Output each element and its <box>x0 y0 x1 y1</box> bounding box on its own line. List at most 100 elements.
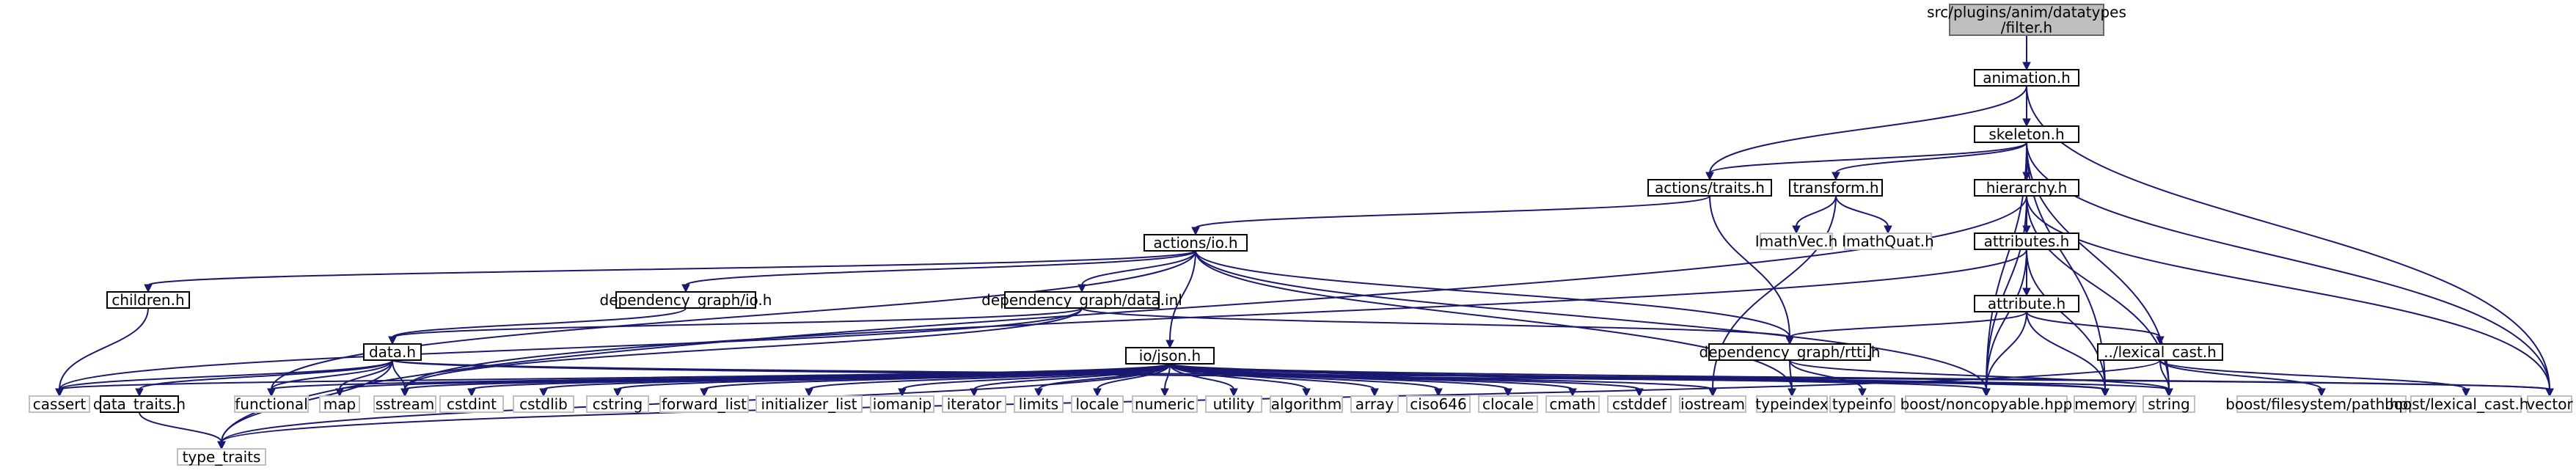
node-box <box>1760 232 1833 250</box>
node-actions-io[interactable]: actions/io.h <box>1144 234 1248 252</box>
edge-arrowhead <box>2545 388 2554 398</box>
node-label: data.h <box>369 343 416 361</box>
node-box <box>2410 395 2522 413</box>
edge-actions_traits-to-dg_rtti <box>1709 195 1794 345</box>
edge-arrowhead <box>1858 388 1867 398</box>
node-hierarchy[interactable]: hierarchy.h <box>1974 179 2079 197</box>
node-label: skeleton.h <box>1988 125 2064 143</box>
node-label: hierarchy.h <box>1986 179 2068 197</box>
node-box <box>2527 395 2572 413</box>
node-attribute[interactable]: attribute.h <box>1974 295 2079 312</box>
edge-arrowhead <box>267 388 276 398</box>
node-attributes[interactable]: attributes.h <box>1974 232 2079 250</box>
edge-arrowhead <box>2022 118 2031 128</box>
node-box <box>29 395 90 413</box>
node-root[interactable]: src/plugins/anim/datatypes/filter.h <box>1927 4 2126 37</box>
edge-arrowhead <box>1785 336 1794 345</box>
edge-arrowhead <box>1884 225 1892 235</box>
edge-line <box>1835 142 2027 174</box>
node-io-json[interactable]: io/json.h <box>1125 347 1215 365</box>
edge-line <box>1195 195 1710 229</box>
node-dg-data[interactable]: dependency_graph/data.inl <box>981 291 1182 309</box>
node-label: clocale <box>1482 395 1534 413</box>
node-boost-filesystem: boost/filesystem/path.hpp <box>2225 395 2418 413</box>
edge-line <box>2026 311 2106 390</box>
node-box <box>1144 234 1248 252</box>
edge-skeleton-to-transform <box>1832 142 2027 181</box>
node-actions-traits[interactable]: actions/traits.h <box>1647 179 1772 197</box>
node-box <box>1844 232 1932 250</box>
node-box <box>1708 343 1871 361</box>
edge-line <box>1789 359 1863 390</box>
edge-line <box>1097 363 1171 390</box>
node-box <box>439 395 504 413</box>
edge-arrowhead <box>2462 388 2470 398</box>
edge-line <box>59 307 1083 390</box>
node-box <box>177 448 266 466</box>
edge-io_json-to-numeric <box>1160 363 1171 398</box>
edge-line <box>1169 363 2550 390</box>
node-children[interactable]: children.h <box>106 291 190 309</box>
node-boost-noncopyable: boost/noncopyable.hpp <box>1900 395 2072 413</box>
node-box <box>2097 343 2223 361</box>
edge-line <box>271 359 393 390</box>
edge-line <box>2159 359 2322 390</box>
edge-transform-to-imathquat <box>1835 195 1892 235</box>
edge-line <box>685 250 1196 286</box>
edge-io_json-to-initializer_list <box>805 363 1171 398</box>
node-box <box>1789 179 1883 197</box>
node-label: limits <box>1019 395 1058 413</box>
node-box <box>659 395 749 413</box>
edge-line <box>271 250 1196 390</box>
node-imathvec: ImathVec.h <box>1755 232 1838 250</box>
edge-line <box>404 249 2027 390</box>
node-box <box>1478 395 1538 413</box>
edge-line <box>2026 195 2550 390</box>
edge-arrowhead <box>1788 388 1796 398</box>
edge-line <box>1195 250 1987 390</box>
node-box <box>2236 395 2407 413</box>
edge-line <box>392 359 406 390</box>
edge-io_json-to-utility <box>1169 363 1238 398</box>
node-box <box>100 395 179 413</box>
node-label: /filter.h <box>2001 19 2052 37</box>
node-iomanip: iomanip <box>870 395 934 413</box>
node-data-traits[interactable]: data_traits.h <box>93 395 186 413</box>
edge-line <box>1169 363 1987 390</box>
edge-line <box>1081 307 1790 338</box>
edge-line <box>1709 142 2027 174</box>
node-label: ImathVec.h <box>1755 232 1838 250</box>
node-dg-io[interactable]: dependency_graph/io.h <box>600 291 772 309</box>
edge-io_json-to-forward_list <box>700 363 1171 398</box>
node-vector: vector <box>2526 395 2573 413</box>
node-data[interactable]: data.h <box>363 343 422 361</box>
edge-arrowhead <box>700 388 709 398</box>
node-skeleton[interactable]: skeleton.h <box>1974 125 2079 143</box>
node-box <box>942 395 1006 413</box>
edge-skeleton-to-actions_traits <box>1705 142 2027 181</box>
node-transform[interactable]: transform.h <box>1789 179 1883 197</box>
edge-arrowhead <box>805 388 813 398</box>
node-forward-list: forward_list <box>659 395 749 413</box>
node-box <box>1974 69 2079 87</box>
node-typeinfo: typeinfo <box>1829 395 1895 413</box>
edge-actions_io-to-dg_data <box>1077 250 1196 293</box>
node-label: type_traits <box>183 448 261 466</box>
node-typeindex: typeindex <box>1755 395 1829 413</box>
node-lexical-cast[interactable]: ../lexical_cast.h <box>2097 343 2223 361</box>
edge-arrowhead <box>55 388 64 398</box>
edge-line <box>1169 250 1196 342</box>
edge-line <box>703 363 1171 390</box>
node-animation[interactable]: animation.h <box>1974 69 2079 87</box>
node-dg-rtti[interactable]: dependency_graph/rtti.h <box>1699 343 1881 361</box>
edge-line <box>1835 195 1889 227</box>
node-box <box>319 395 360 413</box>
edge-line <box>2159 359 2170 390</box>
node-limits: limits <box>1014 395 1064 413</box>
edge-arrowhead <box>2022 62 2031 71</box>
edge-root-to-animation <box>2022 35 2031 71</box>
node-label: typeindex <box>1755 395 1829 413</box>
node-cmath: cmath <box>1545 395 1600 413</box>
node-type-traits: type_traits <box>177 448 266 466</box>
node-imathquat: ImathQuat.h <box>1842 232 1934 250</box>
